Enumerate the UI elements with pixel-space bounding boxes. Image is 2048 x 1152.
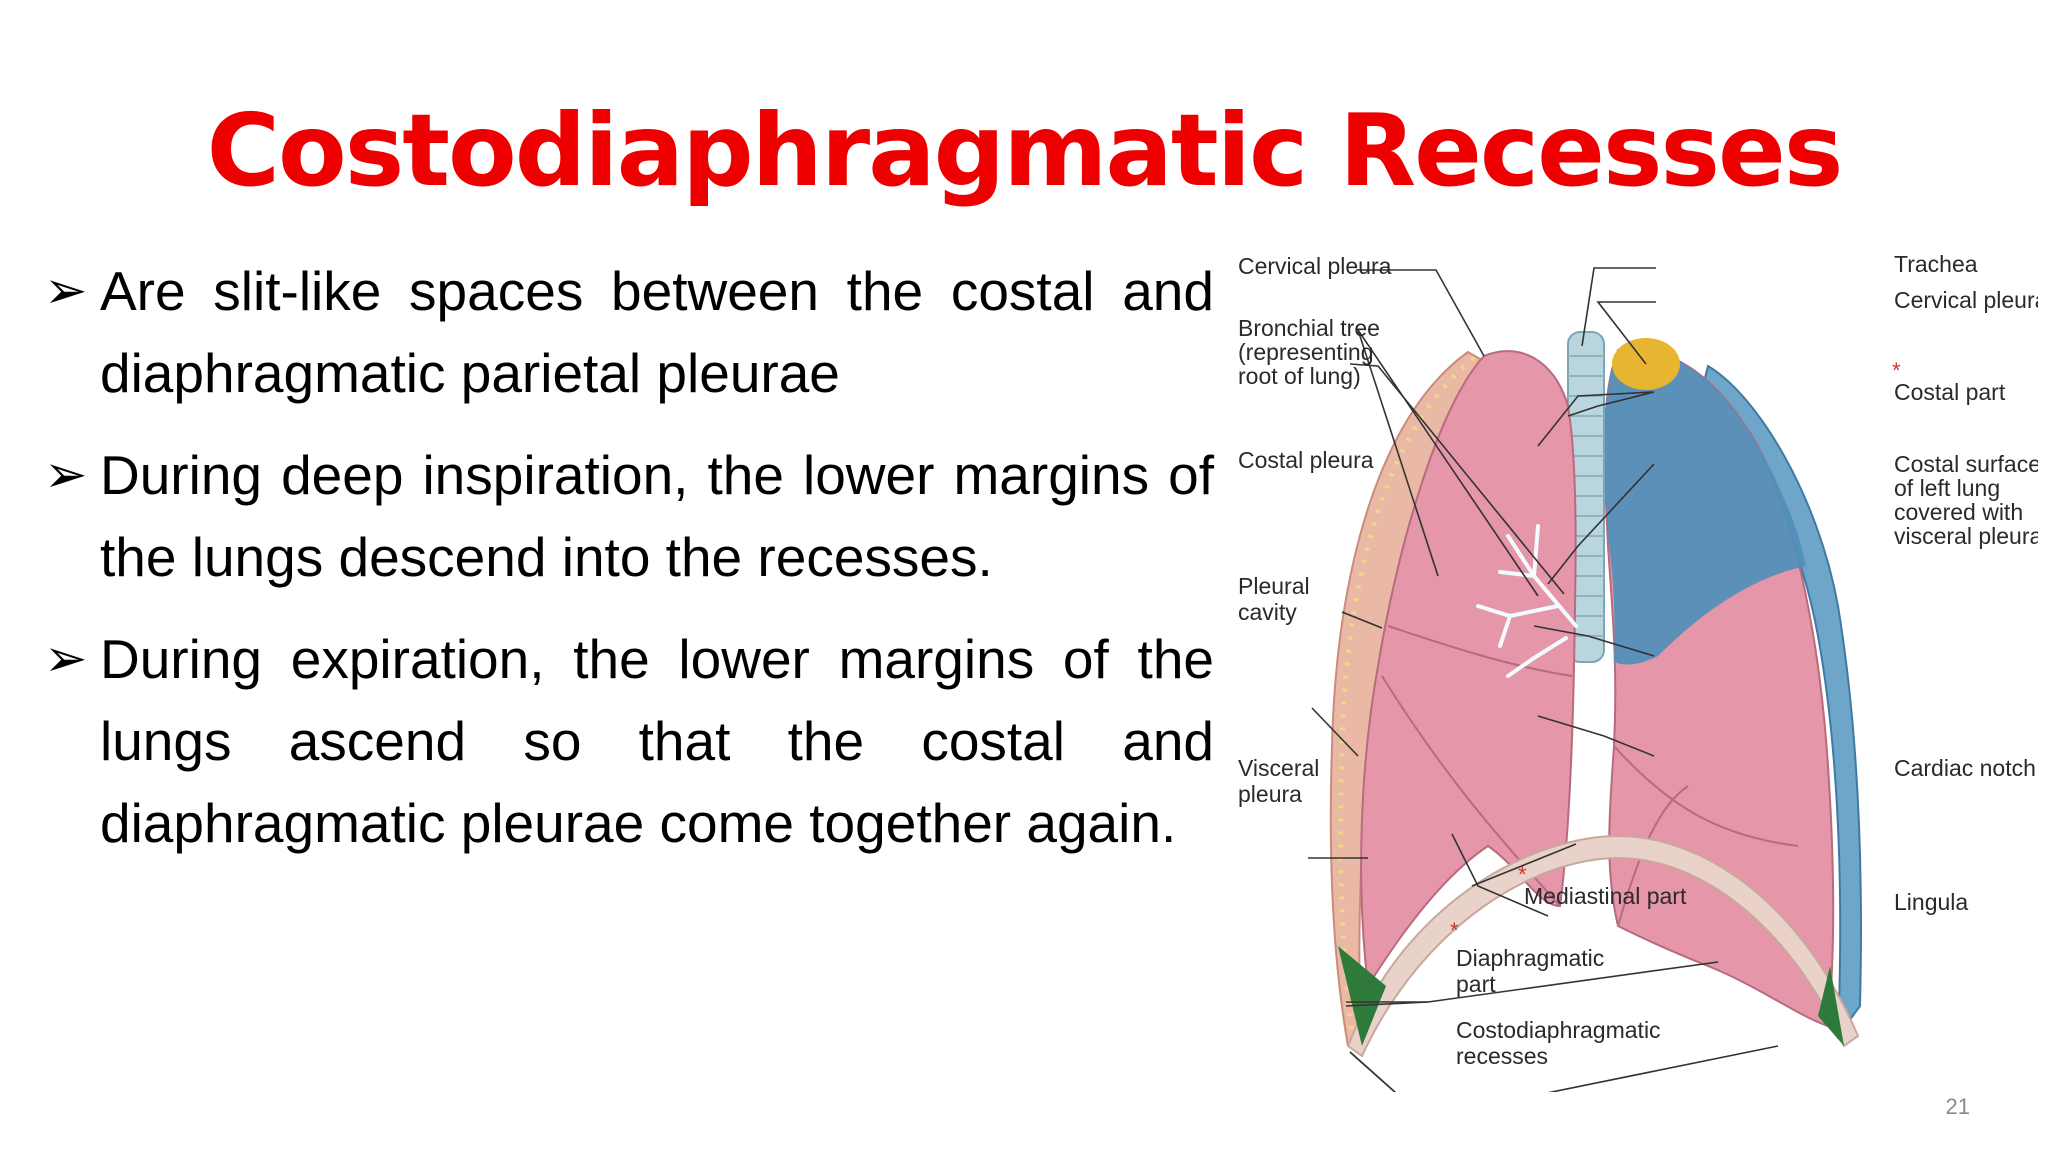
left-lung-lingula-edge bbox=[1617, 785, 1689, 927]
label-lingula: Lingula bbox=[1894, 889, 1968, 915]
label-costal-surface: Costal surface of left lung covered with… bbox=[1894, 451, 2038, 549]
label-cervical-pleura-right: Cervical pleura bbox=[1894, 287, 2038, 313]
bullet-item: ➢ During deep inspiration, the lower mar… bbox=[44, 434, 1214, 598]
bullet-text: During expiration, the lower margins of … bbox=[100, 628, 1214, 854]
label-pleural-cavity: Pleural cavity bbox=[1238, 573, 1316, 625]
bullet-list: ➢ Are slit-like spaces between the costa… bbox=[44, 250, 1214, 884]
costodiaphragmatic-recess-right bbox=[1818, 966, 1844, 1046]
slide-title: Costodiaphragmatic Recesses bbox=[206, 92, 1844, 209]
bullet-item: ➢ During expiration, the lower margins o… bbox=[44, 618, 1214, 864]
label-visceral-pleura: Visceral pleura bbox=[1238, 755, 1326, 807]
diaphragm bbox=[1346, 834, 1860, 1058]
left-lung-parietal-cover bbox=[1604, 348, 1806, 665]
label-cervical-pleura-left: Cervical pleura bbox=[1238, 253, 1392, 279]
trachea-rings bbox=[1568, 355, 1604, 637]
costodiaphragmatic-recess-left bbox=[1338, 946, 1386, 1046]
label-bronchial-tree: Bronchial tree (representing root of lun… bbox=[1238, 315, 1386, 389]
star-mediastinal: * bbox=[1518, 862, 1527, 887]
label-trachea: Trachea bbox=[1894, 251, 1978, 277]
label-costodiaphragmatic-recesses: Costodiaphragmatic recesses bbox=[1456, 1017, 1667, 1069]
lung-diagram: Cervical pleura Bronchial tree (represen… bbox=[1238, 251, 2038, 1092]
bronchial-tree bbox=[1476, 524, 1578, 678]
label-mediastinal-part: Mediastinal part bbox=[1524, 883, 1687, 909]
bullet-item: ➢ Are slit-like spaces between the costa… bbox=[44, 250, 1214, 414]
star-diaphragmatic: * bbox=[1450, 918, 1459, 943]
right-lung bbox=[1360, 350, 1577, 989]
bullet-arrow-icon: ➢ bbox=[44, 630, 88, 688]
left-lung-fissure bbox=[1613, 745, 1799, 847]
lung-pleura-illustration: Cervical pleura Bronchial tree (represen… bbox=[1238, 246, 2038, 1092]
label-cardiac-notch: Cardiac notch bbox=[1894, 755, 2036, 781]
bullet-arrow-icon: ➢ bbox=[44, 262, 88, 320]
bullet-text: Are slit-like spaces between the costal … bbox=[100, 260, 1214, 404]
label-costal-part: Costal part bbox=[1894, 379, 2006, 405]
star-costal-part: * bbox=[1892, 358, 1901, 383]
right-lung-fissure-horizontal bbox=[1387, 625, 1573, 677]
bullet-text: During deep inspiration, the lower margi… bbox=[100, 444, 1214, 588]
bullet-arrow-icon: ➢ bbox=[44, 446, 88, 504]
leader-lines bbox=[1308, 267, 1779, 1092]
label-diaphragmatic-part: Diaphragmatic part bbox=[1456, 945, 1611, 997]
label-costal-pleura: Costal pleura bbox=[1238, 447, 1374, 473]
page-number: 21 bbox=[1945, 1094, 1970, 1119]
